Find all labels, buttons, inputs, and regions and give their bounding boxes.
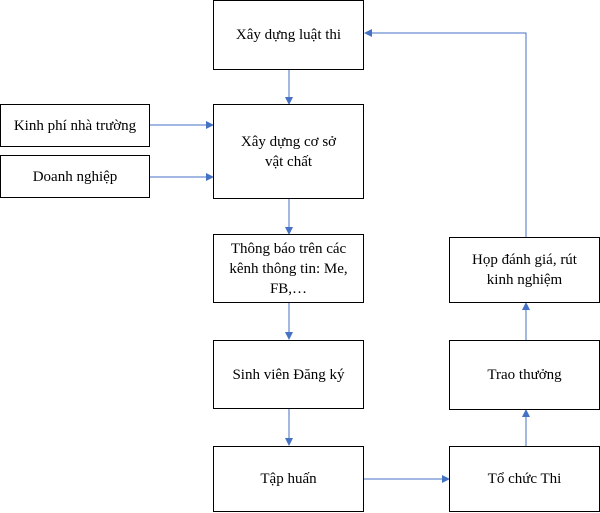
- node-organize: Tổ chức Thi: [449, 446, 600, 512]
- node-rules: Xây dựng luật thi: [213, 0, 364, 70]
- node-facilities-label: Xây dựng cơ sở vật chất: [240, 133, 337, 170]
- node-training: Tập huấn: [213, 446, 364, 512]
- node-rules-label: Xây dựng luật thi: [235, 27, 342, 43]
- node-budget: Kinh phí nhà trường: [0, 104, 150, 147]
- node-business: Doanh nghiệp: [0, 155, 150, 198]
- node-business-label: Doanh nghiệp: [32, 168, 118, 185]
- node-review: Họp đánh giá, rút kinh nghiệm: [449, 237, 600, 303]
- node-training-label: Tập huấn: [260, 471, 317, 487]
- arrow-review-to-rules: [364, 29, 527, 237]
- node-organize-label: Tổ chức Thi: [487, 471, 562, 487]
- node-budget-label: Kinh phí nhà trường: [13, 117, 137, 134]
- node-announce-label: Thông báo trên các kênh thông tin: Me, F…: [229, 240, 348, 297]
- node-register: Sinh viên Đăng ký: [213, 340, 364, 409]
- node-award-label: Trao thưởng: [487, 367, 562, 383]
- node-facilities: Xây dựng cơ sở vật chất: [213, 104, 364, 199]
- node-announce: Thông báo trên các kênh thông tin: Me, F…: [213, 234, 364, 303]
- node-register-label: Sinh viên Đăng ký: [232, 366, 345, 383]
- node-award: Trao thưởng: [449, 340, 600, 410]
- node-review-label: Họp đánh giá, rút kinh nghiệm: [472, 252, 577, 288]
